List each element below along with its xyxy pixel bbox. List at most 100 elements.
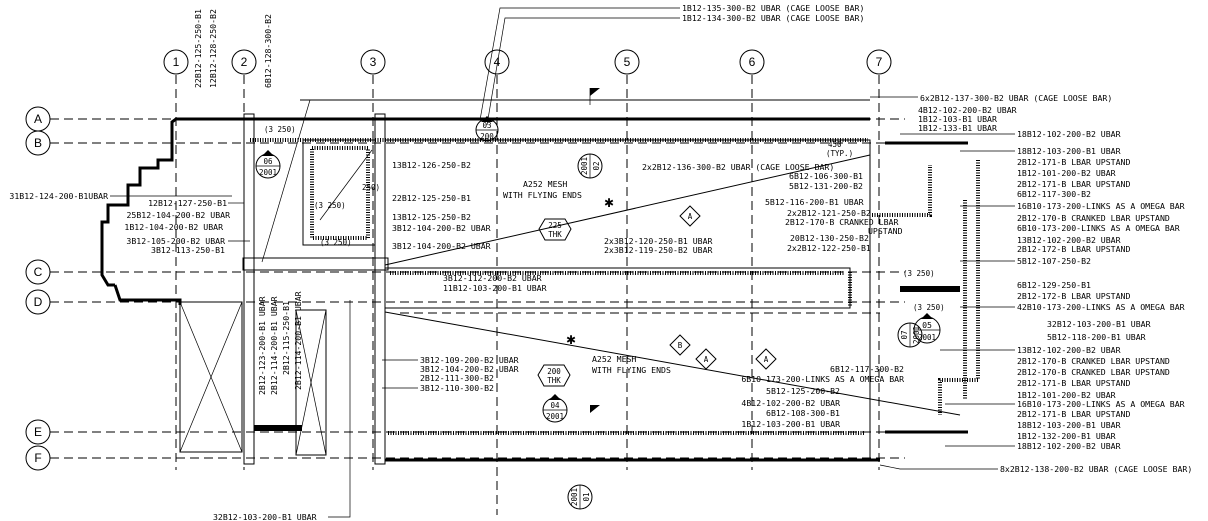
zone-tag: A [679,205,701,227]
svg-text:03: 03 [482,121,491,130]
rebar-label: 6B12-117-300-B2 [1017,189,1091,199]
rebar-label: 1B12-103-200-B1 UBAR [741,419,840,429]
rebar-label: 5B12-116-200-B1 UBAR [765,197,864,207]
svg-text:B: B [34,136,42,150]
rebar-label: 32B12-103-200-B1 UBAR [1047,319,1151,329]
svg-text:07: 07 [900,330,909,339]
svg-text:2: 2 [241,55,248,69]
zone-tag: B [669,334,691,356]
rebar-label: UPSTAND [868,226,903,236]
rebar-label: 2B12-172-B LBAR UPSTAND [1017,244,1130,254]
rebar-label: 1B12-134-300-B2 UBAR (CAGE LOOSE BAR) [682,13,864,23]
rebar-label: 3B12-112-200-B2 UBAR [443,273,542,283]
rebar-label: 8x2B12-138-200-B2 UBAR (CAGE LOOSE BAR) [1000,464,1192,474]
leader-lines [110,7,1015,518]
rebar-label: 4B12-102-200-B2 UBAR [741,398,840,408]
svg-text:1: 1 [173,55,180,69]
rebar-label: 2B12-171-B LBAR UPSTAND [1017,179,1130,189]
rebar-label: 2B12-170-B CRANKED LBAR [785,217,898,227]
svg-text:3: 3 [370,55,377,69]
rebar-label: 18B12-103-200-B1 UBAR [1017,420,1121,430]
rebar-label: 2B12-114-200-B1 UBAR [269,296,279,395]
svg-text:A: A [764,355,769,364]
svg-text:2001: 2001 [570,488,579,506]
svg-text:A: A [34,112,42,126]
rebar-label: 3B12-109-200-B2 UBAR [420,355,519,365]
grid-bubble-D: D [25,289,51,315]
structure-outline: ✱ ✱ [100,88,980,465]
rebar-label: 2x3B12-120-250-B1 UBAR [604,236,713,246]
rebar-label: 3B12-113-250-B1 [151,245,225,255]
mesh-note: A252 MESH [592,354,636,364]
rebar-label: 3B12-105-200-B2 UBAR [126,236,225,246]
rebar-label: 2x2B12-121-250-B2 [787,208,871,218]
rebar-label: 25B12-104-200-B2 UBAR [126,210,230,220]
dimension-label: 450 [828,140,842,149]
rebar-label: 2B12-170-B CRANKED LBAR UPSTAND [1017,213,1170,223]
rebar-label: 12B12-127-250-B1 [148,198,227,208]
rebar-label: 13B12-102-200-B2 UBAR [1017,345,1121,355]
rebar-label: 1B12-135-300-B2 UBAR (CAGE LOOSE BAR) [682,3,864,13]
mesh-note: WITH FLYING ENDS [503,190,582,200]
mesh-note: WITH FLYING ENDS [592,365,671,375]
rebar-label: 5B12-107-250-B2 [1017,256,1091,266]
svg-text:2001: 2001 [912,326,921,344]
svg-text:02: 02 [592,161,601,170]
rebar-label: 22B12-125-250-B1 [193,9,203,88]
rebar-label: 2B12-111-300-B2 [420,373,494,383]
rebar-label: 3B12-104-200-B2 UBAR [420,364,519,374]
rebar-label: 2x2B12-122-250-B1 [787,243,871,253]
svg-text:A: A [688,212,693,221]
rebar-label: 2B12-114-200-B1 UBAR [293,291,303,390]
rebar-label: 16B10-173-200-LINKS AS A OMEGA BAR [1017,201,1185,211]
rebar-label: 1B12-133-B1 UBAR [918,123,997,133]
spacing-note: (3 250) [913,303,945,312]
grid-bubble-7: 7 [866,49,892,75]
svg-text:B: B [678,341,683,350]
svg-text:06: 06 [263,157,273,166]
rebar-label: 2B12-171-B LBAR UPSTAND [1017,409,1130,419]
grid-bubble-E: E [25,419,51,445]
rebar-label: 5B12-118-200-B1 UBAR [1047,332,1146,342]
grid-bubble-1: 1 [163,49,189,75]
grid-bubble-6: 6 [739,49,765,75]
spacing-note: (3 250) [314,201,346,210]
zone-tag: A [695,348,717,370]
mesh-note: A252 MESH [523,179,567,189]
rebar-label: 2B12-172-B LBAR UPSTAND [1017,291,1130,301]
rebar-label: 4B12-102-200-B2 UBAR [918,105,1017,115]
rebar-label: 1B12-101-200-B2 UBAR [1017,390,1116,400]
thickness-tag: 225 THK [538,218,572,241]
svg-text:A: A [704,355,709,364]
spacing-note: (3 250) [264,125,296,134]
grid-bubble-2: 2 [231,49,257,75]
svg-text:E: E [34,425,42,439]
svg-text:7: 7 [876,55,883,69]
spacing-note: (3 250) [903,269,935,278]
svg-text:200: 200 [480,132,494,141]
rebar-label: 2x3B12-119-250-B2 UBAR [604,245,713,255]
rebar-label: 6B12-129-250-B1 [1017,280,1091,290]
svg-text:D: D [34,295,43,309]
rebar-label: 2B12-171-B LBAR UPSTAND [1017,378,1130,388]
rebar-label: 5B12-125-200-B2 [766,386,840,396]
rebar-label: 2B12-123-200-B1 UBAR [257,296,267,395]
svg-text:05: 05 [922,320,932,330]
rebar-label: 6B10-173-200-LINKS AS A OMEGA BAR [741,374,904,384]
svg-text:04: 04 [550,401,560,410]
rebar-label: 13B12-126-250-B2 [392,160,471,170]
svg-text:2001: 2001 [580,157,589,175]
mesh-mark-icon: ✱ [566,333,576,347]
rebar-label: 2B12-171-B LBAR UPSTAND [1017,157,1130,167]
svg-text:2001: 2001 [918,333,936,342]
rebar-label: 1B12-104-200-B2 UBAR [124,222,223,232]
rebar-label: 18B12-103-200-B1 UBAR [1017,146,1121,156]
grid-bubble-F: F [25,445,51,471]
rebar-label: 31B12-124-200-B1UBAR [9,191,108,201]
